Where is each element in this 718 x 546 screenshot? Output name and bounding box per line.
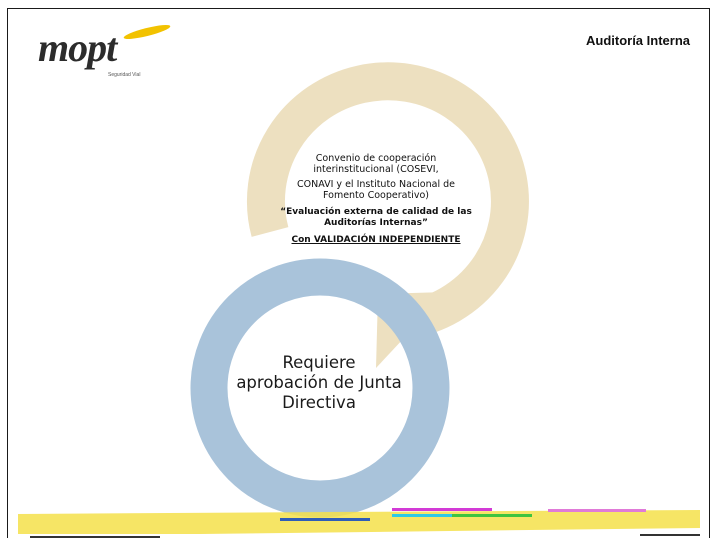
top-cycle-text: Convenio de cooperación interinstitucion… [276, 153, 476, 246]
footer-stripe-pink [548, 509, 646, 512]
evaluation-quote: “Evaluación externa de calidad de las Au… [280, 207, 472, 228]
footer-stripe-green [452, 514, 532, 517]
footer-stripe-blue [280, 518, 370, 521]
footer-decoration [18, 508, 700, 538]
mopt-logo: mopt Seguridad Vial [28, 22, 178, 84]
top-cycle-arc [247, 62, 529, 339]
footer-yellow-band [18, 510, 700, 534]
footer-stripe-darkright [640, 534, 700, 536]
bottom-cycle-text: Requiere aprobación de Junta Directiva [236, 353, 402, 412]
bottom-cycle-ring [190, 258, 450, 518]
footer-stripe-cyan [392, 514, 452, 517]
logo-wordmark: mopt [38, 25, 117, 70]
footer-stripe-dark [30, 536, 160, 538]
slide-frame [7, 8, 710, 538]
institutions-line: CONAVI y el Instituto Nacional de Foment… [297, 179, 455, 201]
page-title: Auditoría Interna [585, 33, 690, 48]
footer-stripe-magenta [392, 508, 492, 511]
agreement-line: Convenio de cooperación interinstitucion… [313, 153, 439, 175]
logo-subtitle: Seguridad Vial [108, 72, 141, 78]
validation-label: Con VALIDACIÓN INDEPENDIENTE [291, 235, 461, 245]
